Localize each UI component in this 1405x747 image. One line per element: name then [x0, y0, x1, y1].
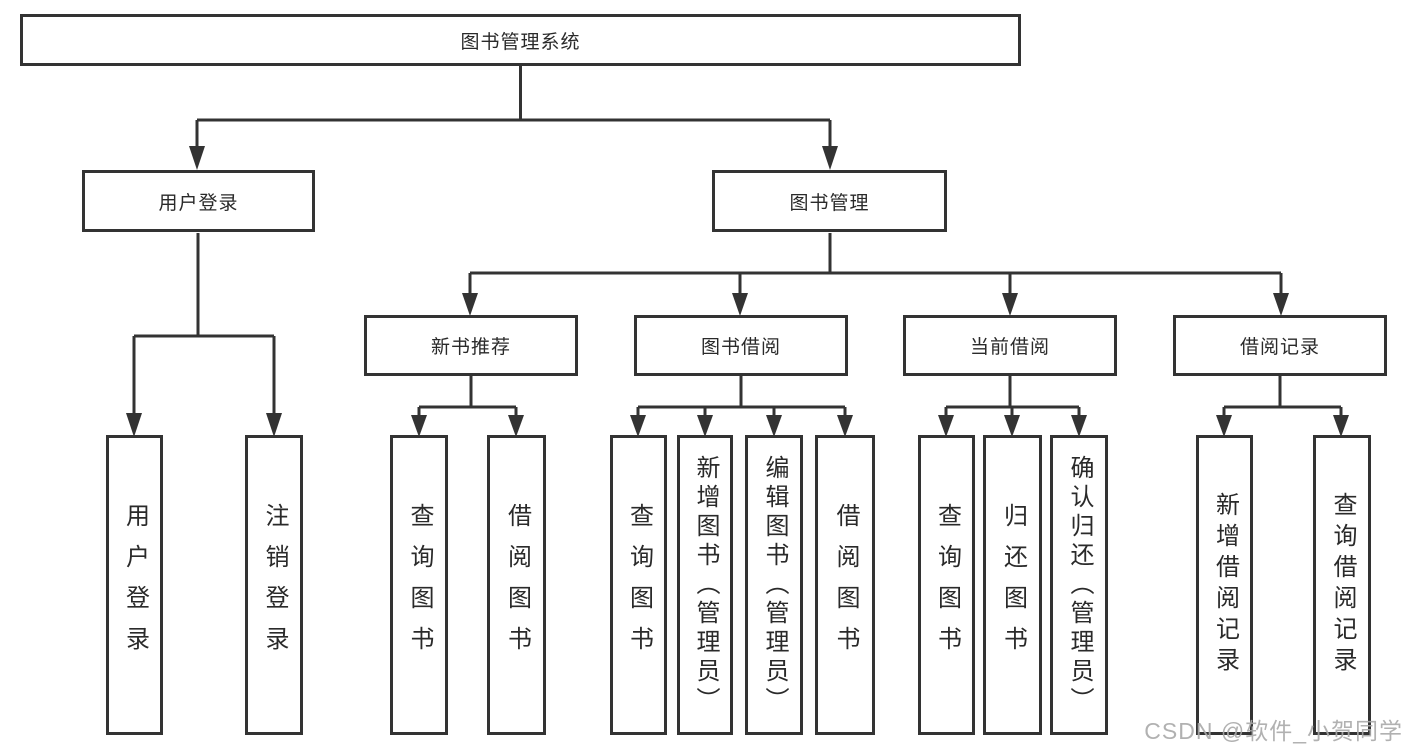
node-label: 新书推荐: [430, 337, 511, 358]
node-book-borrowing: 图书借阅: [634, 315, 848, 376]
node-leaf-query-books-2: 查询图书: [610, 435, 667, 735]
node-label: 归还图书: [999, 503, 1027, 667]
connector-book-mgmt-children: [462, 233, 1289, 316]
node-label: 图书借阅: [700, 337, 781, 358]
node-leaf-borrow-books-2: 借阅图书: [815, 435, 875, 735]
node-leaf-return-books: 归还图书: [983, 435, 1042, 735]
connector-book-borrow-children: [630, 376, 853, 437]
node-label: 图书管理系统: [460, 31, 581, 53]
node-label: 编辑图书（管理员）: [761, 454, 788, 716]
connector-user-login-children: [126, 233, 282, 437]
node-label: 借阅图书: [503, 503, 531, 667]
node-leaf-query-borrow-record: 查询借阅记录: [1313, 435, 1371, 735]
node-leaf-add-borrow-record: 新增借阅记录: [1196, 435, 1253, 735]
connector-current-borrow-children: [938, 376, 1087, 437]
node-leaf-add-books-admin: 新增图书（管理员）: [677, 435, 733, 735]
connector-root-to-level1: [189, 66, 838, 170]
node-leaf-logout: 注销登录: [245, 435, 303, 735]
node-user-login-module: 用户登录: [82, 170, 315, 232]
node-leaf-confirm-return-admin: 确认归还（管理员）: [1050, 435, 1108, 735]
node-label: 查询借阅记录: [1329, 492, 1356, 678]
node-borrowing-records: 借阅记录: [1173, 315, 1387, 376]
connector-borrow-record-children: [1216, 376, 1349, 437]
node-label: 确认归还（管理员）: [1066, 454, 1093, 716]
node-current-borrowing: 当前借阅: [903, 315, 1117, 376]
node-label: 查询图书: [933, 503, 961, 667]
node-label: 新增借阅记录: [1211, 492, 1239, 678]
node-book-management-module: 图书管理: [712, 170, 947, 232]
node-leaf-user-login: 用户登录: [106, 435, 163, 735]
node-label: 图书管理: [789, 192, 870, 214]
csdn-watermark: CSDN @软件_小贺同学: [1144, 718, 1403, 744]
node-label: 查询图书: [406, 503, 433, 667]
node-root-system: 图书管理系统: [20, 14, 1021, 66]
node-label: 用户登录: [121, 503, 149, 667]
node-label: 借阅图书: [832, 503, 859, 667]
node-label: 用户登录: [158, 192, 239, 214]
node-label: 借阅记录: [1239, 337, 1320, 358]
node-label: 当前借阅: [969, 337, 1050, 358]
connector-new-book-children: [411, 376, 524, 437]
node-label: 注销登录: [261, 503, 288, 667]
node-leaf-borrow-books-1: 借阅图书: [487, 435, 546, 735]
node-leaf-query-books-1: 查询图书: [390, 435, 448, 735]
node-leaf-edit-books-admin: 编辑图书（管理员）: [745, 435, 803, 735]
node-leaf-query-books-3: 查询图书: [918, 435, 975, 735]
node-new-book-recommend: 新书推荐: [364, 315, 578, 376]
node-label: 查询图书: [625, 503, 653, 667]
node-label: 新增图书（管理员）: [692, 454, 719, 716]
